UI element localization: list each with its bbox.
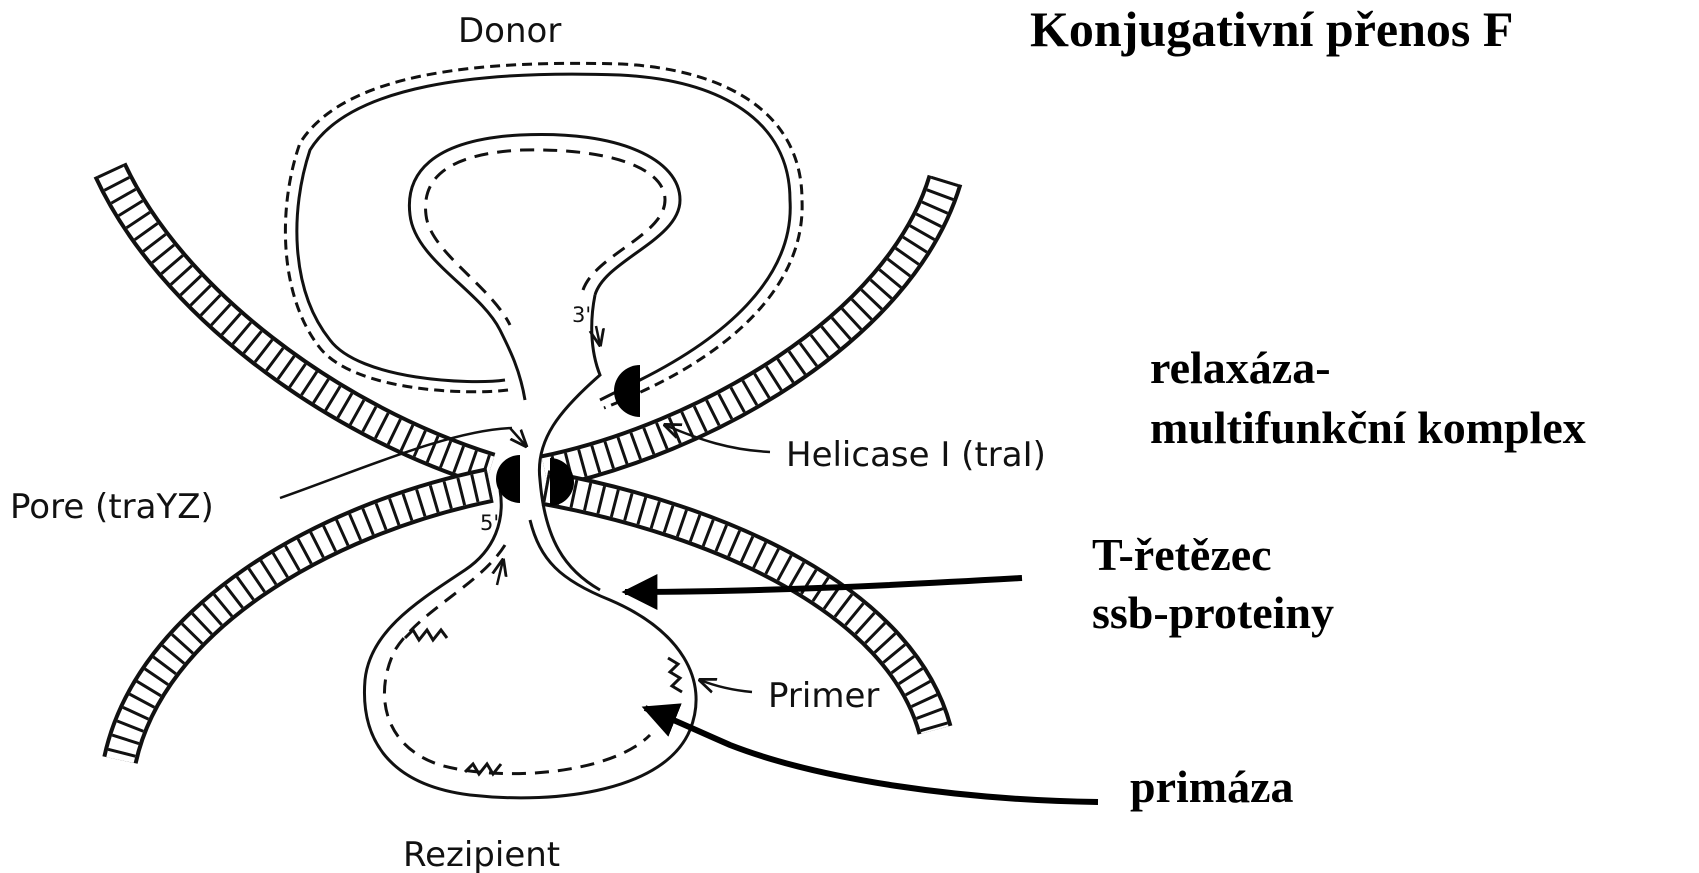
five-prime-label: 5' [480, 511, 499, 535]
tstrand-label-line2: ssb-proteiny [1092, 587, 1334, 638]
relaxase-label-line2: multifunkční komplex [1150, 402, 1586, 453]
relaxase-label-line1: relaxáza- [1150, 342, 1331, 393]
donor-wall-left [110, 170, 490, 470]
relaxase-complex-icon [614, 365, 640, 417]
primer-label: Primer [768, 676, 879, 716]
helicase-label: Helicase I (traI) [786, 435, 1046, 475]
primer-squiggle [405, 630, 447, 640]
three-prime-label: 3' [572, 303, 591, 327]
page-title: Konjugativní přenos F [1030, 1, 1513, 57]
donor-wall-right [545, 180, 945, 472]
recipient-label: Rezipient [403, 835, 560, 873]
recipient-plasmid [364, 490, 696, 798]
tstrand-label-line1: T-řetězec [1092, 529, 1272, 580]
primase-label: primáza [1130, 761, 1294, 812]
primase-arrow [645, 708, 1098, 802]
pore-label: Pore (traYZ) [10, 487, 214, 527]
donor-label: Donor [458, 11, 561, 51]
